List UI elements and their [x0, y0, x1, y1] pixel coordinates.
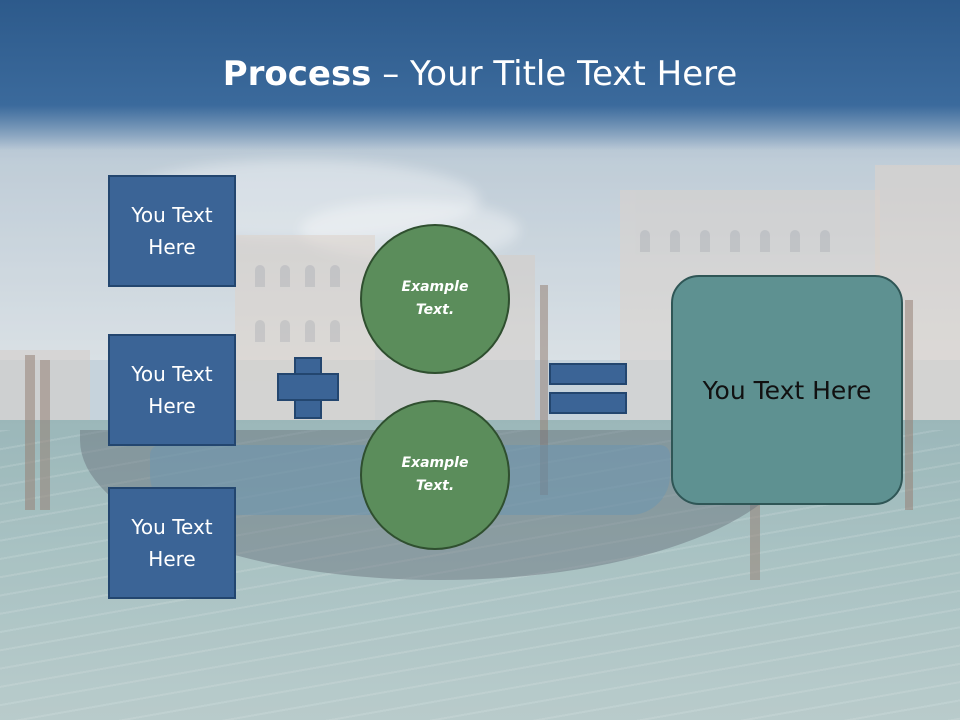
input-box-label: You Text Here	[131, 362, 213, 418]
mooring-pole	[25, 355, 35, 510]
mooring-pole	[540, 285, 548, 495]
example-circle-1: Example Text.	[360, 224, 510, 374]
mooring-pole	[905, 300, 913, 510]
input-box-3: You Text Here	[108, 487, 236, 599]
input-box-1: You Text Here	[108, 175, 236, 287]
input-box-2: You Text Here	[108, 334, 236, 446]
result-box: You Text Here	[671, 275, 903, 505]
title-bold: Process	[222, 54, 372, 94]
mooring-pole	[750, 500, 760, 580]
input-box-label: You Text Here	[131, 203, 213, 259]
result-label: You Text Here	[702, 375, 872, 405]
input-box-label: You Text Here	[131, 515, 213, 571]
title-band	[0, 0, 960, 150]
slide-title: Process – Your Title Text Here	[0, 52, 960, 96]
building	[235, 235, 375, 425]
mooring-pole	[40, 360, 50, 510]
circle-label: Example Text.	[401, 279, 469, 318]
example-circle-2: Example Text.	[360, 400, 510, 550]
title-rest: – Your Title Text Here	[371, 54, 738, 94]
circle-label: Example Text.	[401, 455, 469, 494]
